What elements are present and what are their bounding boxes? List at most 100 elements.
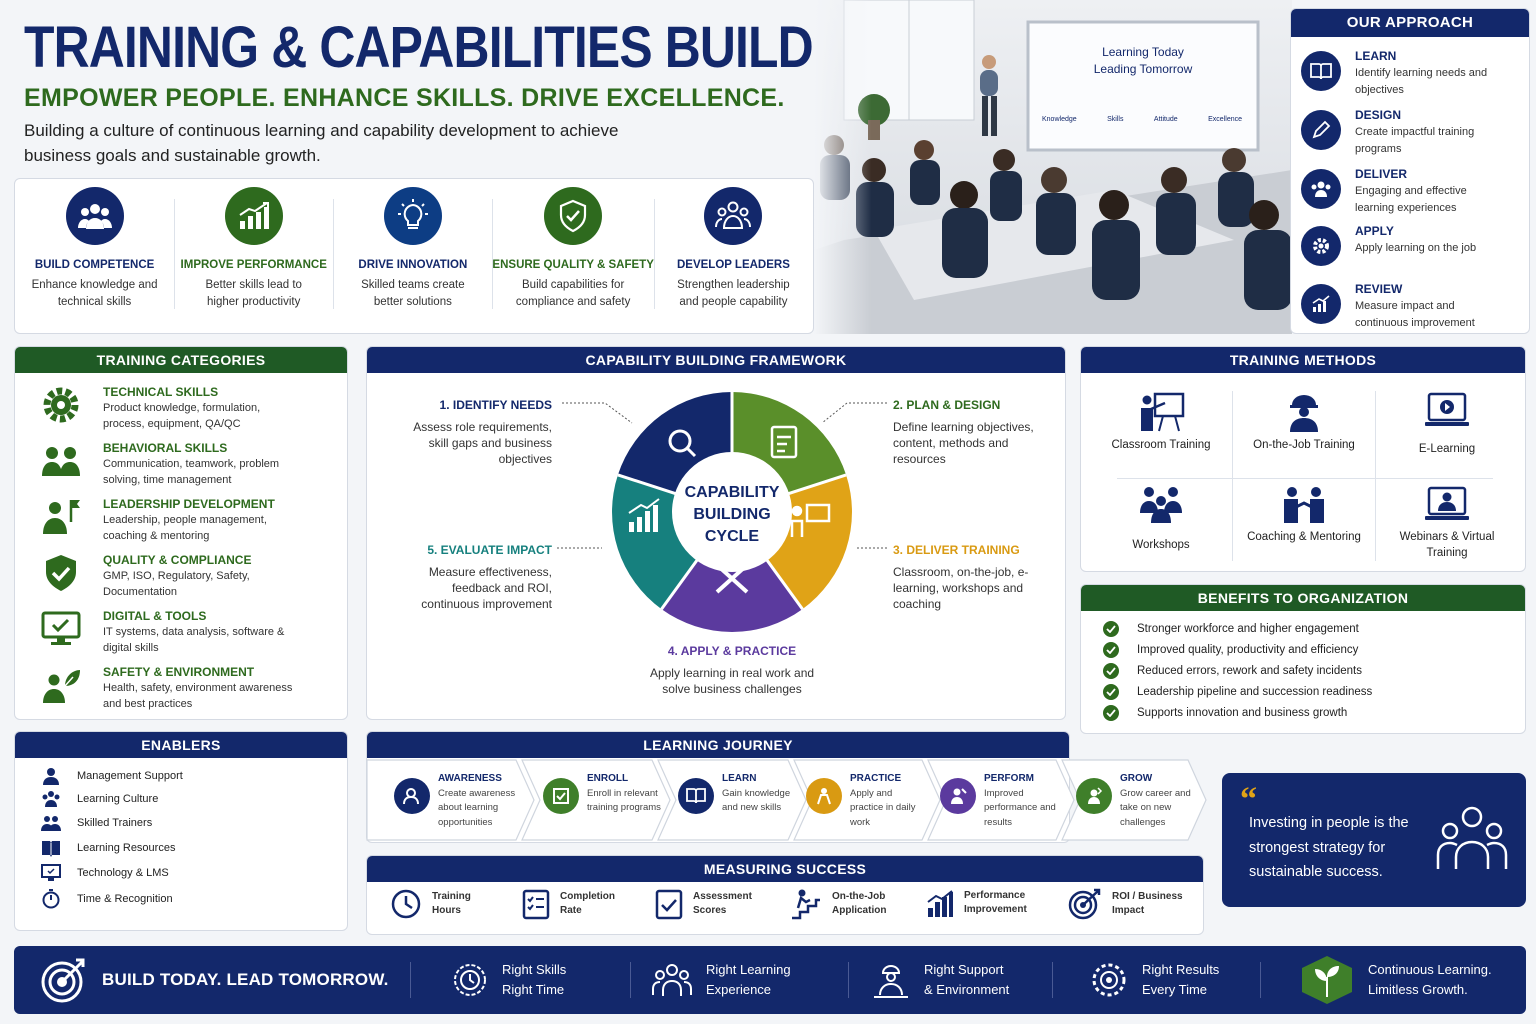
measuring-success-panel: MEASURING SUCCESS [366, 855, 1204, 935]
measure-performance: Performance Improvement [926, 888, 1038, 918]
trainers-icon [41, 816, 61, 831]
gear-target-icon [1092, 963, 1126, 997]
group-icon [1301, 169, 1341, 209]
pillar-build-competence: BUILD COMPETENCE Enhance knowledge and t… [15, 179, 174, 333]
footer-slogan: BUILD TODAY. LEAD TOMORROW. [40, 946, 389, 1014]
measure-training-hours: Training Hours [390, 888, 482, 920]
quote-mark: “ [1240, 781, 1257, 818]
method-coaching: Coaching & Mentoring [1246, 485, 1362, 545]
pillar-desc: Skilled teams create better solutions [361, 279, 465, 308]
people-group-icon [1436, 806, 1508, 869]
assessment-icon [655, 889, 683, 920]
clock-icon [391, 889, 421, 919]
pillar-title: DRIVE INNOVATION [358, 259, 468, 271]
tagline: EMPOWER PEOPLE. ENHANCE SKILLS. DRIVE EX… [24, 84, 785, 112]
wrench-screwdriver-icon [715, 563, 749, 594]
lms-icon [41, 864, 61, 881]
measure-assessment-scores: Assessment Scores [655, 888, 757, 920]
cycle-segment-apply [661, 548, 803, 632]
benefit-item: Improved quality, productivity and effic… [1103, 642, 1358, 658]
method-workshops: Workshops [1103, 485, 1219, 553]
check-icon [1103, 684, 1119, 700]
pillar-desc: Build capabilities for compliance and sa… [515, 279, 631, 308]
enabler-item: Time & Recognition [41, 889, 173, 909]
pillar-improve-performance: IMPROVE PERFORMANCE Better skills lead t… [174, 179, 333, 333]
coaching-icon [1284, 487, 1324, 523]
check-icon [1103, 663, 1119, 679]
enabler-item: Management Support [41, 767, 183, 785]
growth-plant-icon [1302, 956, 1352, 1004]
gear-icon [39, 385, 83, 425]
enabler-item: Learning Resources [41, 839, 175, 857]
measure-roi: ROI / Business Impact [1068, 888, 1188, 920]
intro-text: Building a culture of continuous learnin… [24, 121, 619, 165]
lightbulb-icon [383, 187, 442, 245]
practice-icon [806, 778, 842, 814]
footer-item-support: Right Support& Environment [872, 946, 1009, 1014]
screen-item: Skills [1107, 116, 1124, 123]
webinar-icon [1425, 486, 1469, 520]
enablers-panel: ENABLERS Management Support Learning Cul… [14, 731, 348, 931]
target-icon [41, 958, 85, 1003]
pillar-develop-leaders: DEVELOP LEADERS Strengthen leadership an… [653, 179, 813, 333]
pillar-ensure-quality: ENSURE QUALITY & SAFETY Build capabiliti… [492, 179, 654, 333]
checklist-icon [522, 889, 550, 920]
connector-lines [557, 402, 887, 549]
methods-title: TRAINING METHODS [1081, 347, 1525, 373]
clock-target-icon [454, 964, 486, 996]
categories-title: TRAINING CATEGORIES [15, 347, 347, 373]
group-icon [652, 964, 692, 996]
cycle-center-label: CAPABILITY BUILDING CYCLE [684, 484, 780, 545]
shield-check-icon [544, 187, 603, 245]
screen-item: Knowledge [1042, 116, 1077, 123]
classroom-icon [1141, 392, 1185, 432]
pillar-desc: Enhance knowledge and technical skills [31, 279, 158, 308]
screen-items: Knowledge Skills Attitude Excellence [1042, 90, 1242, 123]
measures-title: MEASURING SUCCESS [367, 856, 1203, 882]
step-plan-design: 2. PLAN & DESIGN Define learning objecti… [893, 398, 1034, 466]
people-icon [39, 441, 83, 481]
pillar-title: BUILD COMPETENCE [34, 259, 155, 271]
enabler-item: Skilled Trainers [41, 814, 152, 832]
leader-flag-icon [39, 497, 83, 537]
workshop-group-icon [1140, 487, 1182, 523]
measure-completion-rate: Completion Rate [522, 888, 620, 920]
magnifier-people-icon [668, 429, 697, 458]
trainer-board-icon [790, 503, 831, 537]
pillar-title: DEVELOP LEADERS [676, 259, 790, 271]
pillar-title: ENSURE QUALITY & SAFETY [492, 259, 654, 271]
journey-title: LEARNING JOURNEY [367, 732, 1069, 758]
worker-icon [1290, 395, 1318, 432]
pillar-desc: Better skills lead to higher productivit… [205, 279, 302, 308]
measure-on-the-job: On-the-Job Application [790, 888, 902, 920]
step-apply-practice: 4. APPLY & PRACTICE Apply learning in re… [649, 644, 815, 696]
page-title: TRAINING & CAPABILITIES BUILDING [24, 15, 900, 80]
target-icon [1068, 888, 1101, 920]
manager-icon [43, 768, 59, 785]
method-webinars: Webinars & Virtual Training [1389, 485, 1505, 561]
bars-icon [927, 890, 953, 917]
awareness-icon [394, 778, 430, 814]
benefits-panel: BENEFITS TO ORGANIZATION Stronger workfo… [1080, 584, 1526, 734]
benefit-item: Reduced errors, rework and safety incide… [1103, 663, 1362, 679]
book-icon [1301, 51, 1341, 91]
pillar-drive-innovation: DRIVE INNOVATION Skilled teams create be… [333, 179, 492, 333]
capability-cycle-diagram [612, 392, 852, 632]
footer-item-growth: Continuous Learning.Limitless Growth. [1300, 946, 1492, 1014]
